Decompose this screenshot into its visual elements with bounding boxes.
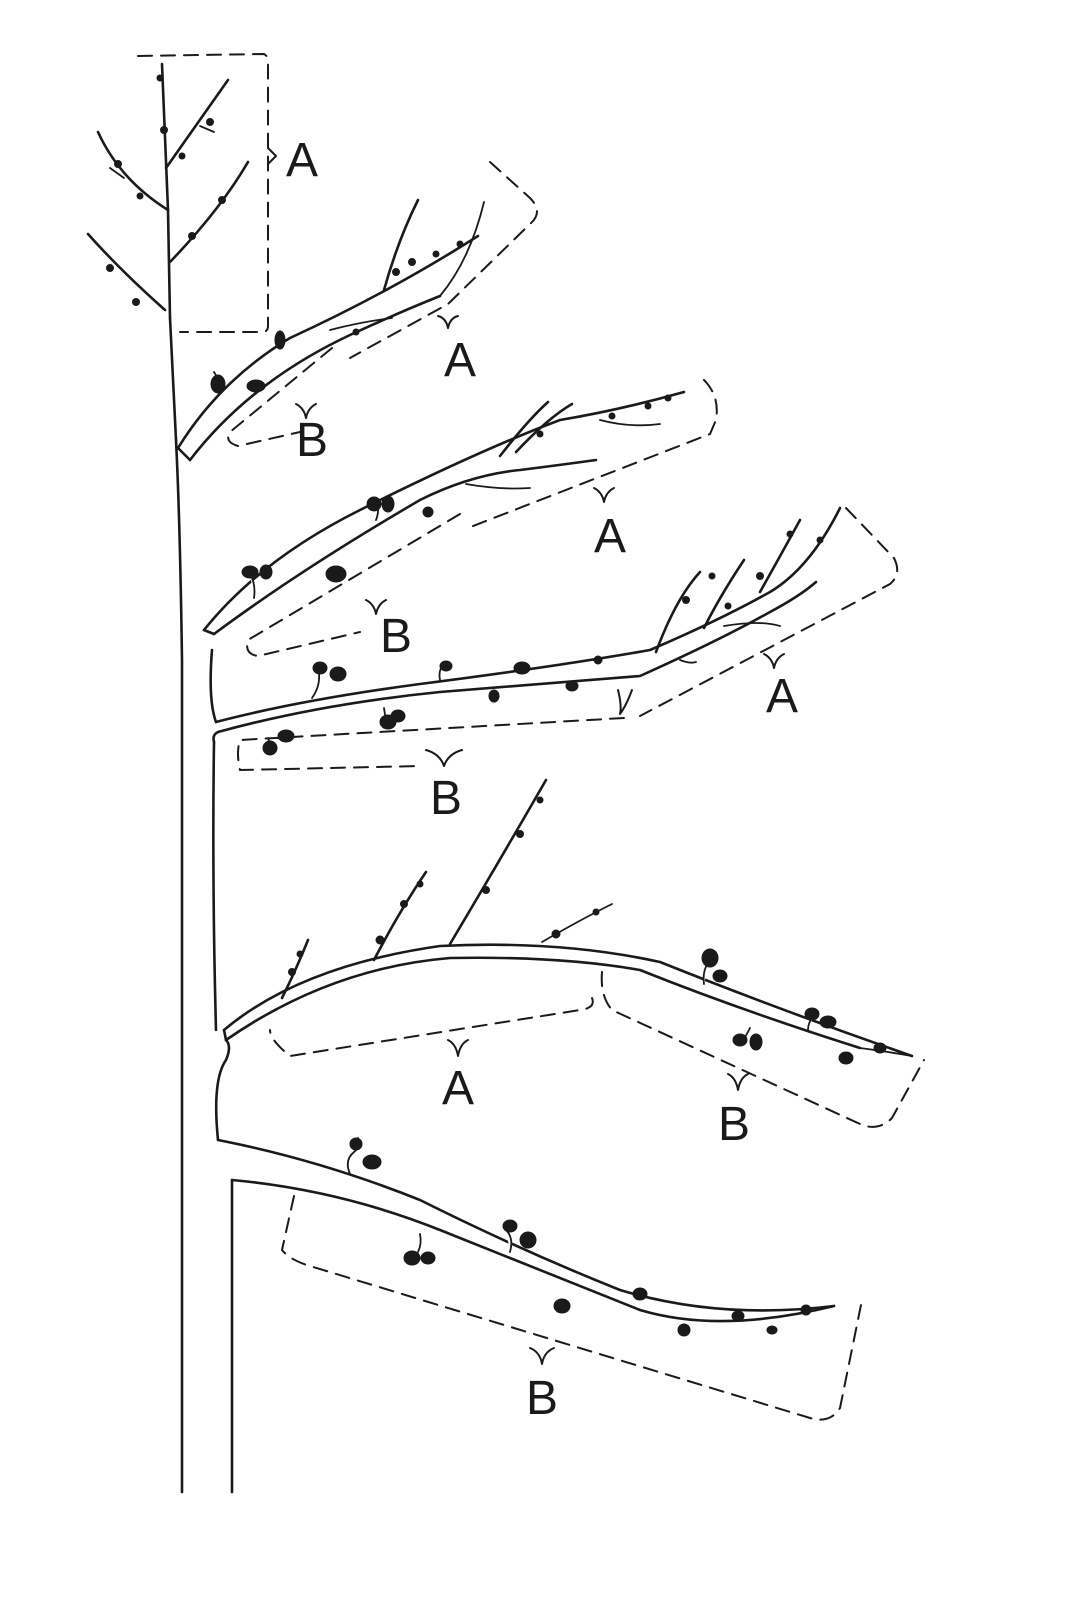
zone-label-branch2-b: B bbox=[380, 610, 412, 663]
zone-label-branch3-b: B bbox=[430, 772, 462, 825]
zone-labels: A A B A B A B A B B bbox=[286, 134, 798, 1425]
zone-label-branch5-b: B bbox=[526, 1372, 558, 1425]
branch-1 bbox=[176, 198, 485, 462]
zone-label-branch2-a: A bbox=[594, 510, 626, 563]
zone-label-branch1-a: A bbox=[444, 334, 476, 387]
branch-3 bbox=[209, 506, 842, 756]
leader-top bbox=[86, 62, 250, 320]
zone-label-top-a: A bbox=[286, 134, 318, 187]
branch-5 bbox=[214, 1038, 836, 1337]
zone-label-branch1-b: B bbox=[296, 414, 328, 467]
zone-label-branch4-b: B bbox=[718, 1098, 750, 1151]
branch-2 bbox=[202, 390, 686, 636]
zone-outlines bbox=[137, 53, 925, 1421]
brace-marks bbox=[267, 147, 785, 1365]
trunk bbox=[168, 316, 234, 1494]
zone-label-branch3-a: A bbox=[766, 670, 798, 723]
branch-4 bbox=[222, 778, 914, 1065]
zone-label-branch4-a: A bbox=[442, 1062, 474, 1115]
